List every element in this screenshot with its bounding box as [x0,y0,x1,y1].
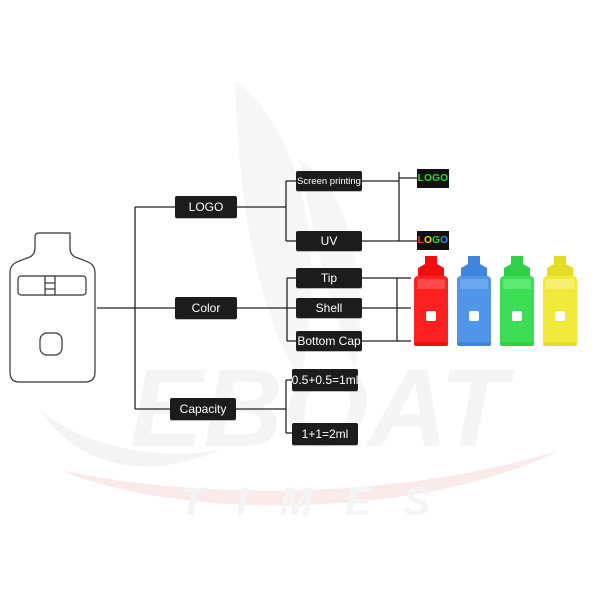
device-outline [9,232,96,383]
logo-uv-letter: L [417,235,425,246]
branch-color: Color [175,297,237,319]
branch-capacity: Capacity [170,398,236,420]
option-screen-printing: Screen printing [296,171,362,191]
option-capacity-2ml: 1+1=2ml [292,423,358,445]
option-uv: UV [296,231,362,251]
watermark-tagline: TIMES [180,480,463,524]
branch-logo: LOGO [175,196,237,218]
logo-sample-screen-printing: LOGO [417,169,449,188]
logo-uv-letter: O [424,235,433,246]
option-capacity-1ml: 0.5+0.5=1ml [292,369,358,391]
device-variant-yellow [543,256,577,346]
option-shell: Shell [296,298,362,318]
device-variant-red [414,256,448,346]
device-variant-green [500,256,534,346]
option-bottom-cap: Bottom Cap [296,331,362,351]
option-tip: Tip [296,268,362,288]
logo-uv-letter: O [440,235,449,246]
device-variant-blue [457,256,491,346]
logo-uv-letter: G [432,235,441,246]
